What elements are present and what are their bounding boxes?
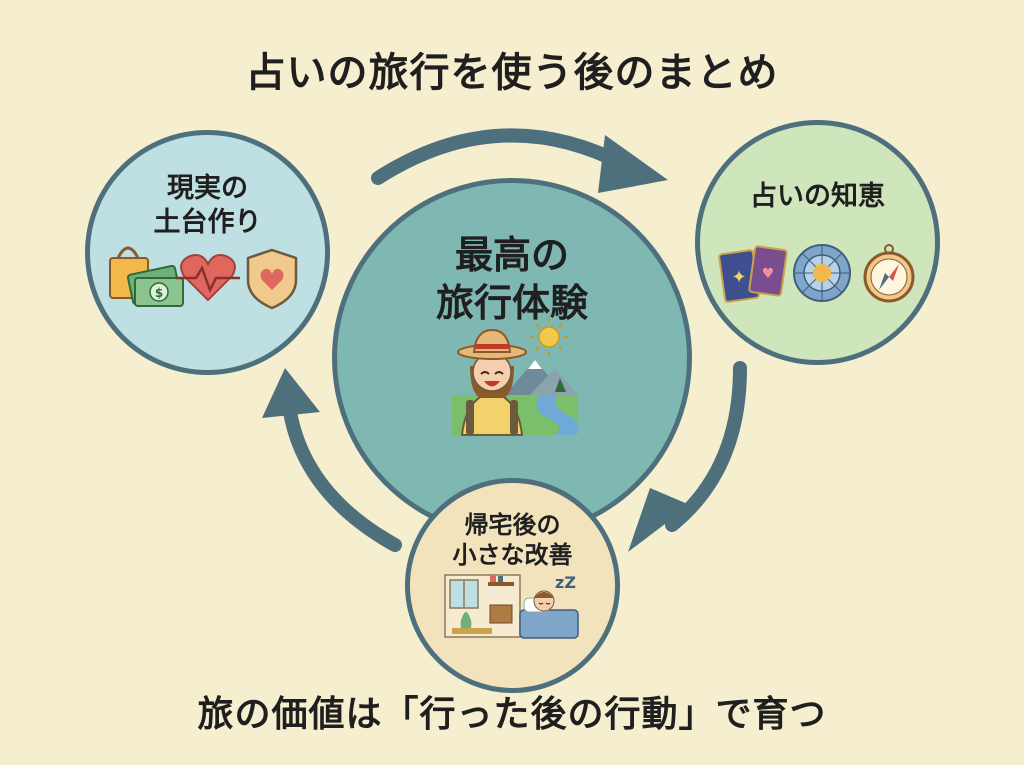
node-left-line2: 土台作り bbox=[153, 206, 262, 238]
sleep-zz-text: zZ bbox=[555, 573, 576, 592]
mountains-icon bbox=[505, 360, 578, 395]
compass-icon bbox=[863, 244, 915, 303]
arrow-right-head bbox=[628, 488, 690, 552]
node-bottom-line2: 小さな改善 bbox=[452, 541, 573, 569]
arrow-left bbox=[283, 405, 402, 552]
node-right-circle bbox=[695, 120, 940, 365]
heartbeat-icon bbox=[176, 254, 240, 302]
money-icon: $ bbox=[126, 264, 184, 307]
traveler-illustration bbox=[457, 328, 527, 436]
zodiac-wheel-icon bbox=[793, 244, 851, 302]
tarot-cards-icon: ✦ ♥ bbox=[718, 245, 788, 303]
page-title: 占いの旅行を使う後のまとめ bbox=[245, 50, 779, 96]
node-center-line1: 最高の bbox=[454, 233, 569, 277]
node-left-label: 現実の 土台作り bbox=[85, 172, 330, 240]
footer-tagline: 旅の価値は「行った後の行動」で育つ bbox=[197, 694, 827, 735]
arrow-top bbox=[371, 128, 632, 185]
arrow-left-head bbox=[262, 368, 320, 418]
node-bottom-label: 帰宅後の 小さな改善 bbox=[405, 510, 620, 570]
node-center-label: 最高の 旅行体験 bbox=[332, 232, 692, 327]
node-left-circle bbox=[85, 130, 330, 375]
svg-text:✦: ✦ bbox=[731, 267, 746, 288]
sleeping-person-icon: zZ bbox=[519, 573, 579, 639]
arrow-top-head bbox=[598, 135, 668, 193]
shield-heart-icon bbox=[246, 248, 298, 310]
tidy-room-illustration bbox=[444, 574, 521, 638]
node-center-line2: 旅行体験 bbox=[435, 280, 588, 325]
svg-text:$: $ bbox=[155, 286, 163, 300]
sun-icon bbox=[530, 318, 568, 356]
svg-text:♥: ♥ bbox=[762, 266, 775, 282]
node-right-line1: 占いの知恵 bbox=[750, 181, 885, 212]
node-bottom-line1: 帰宅後の bbox=[464, 511, 561, 539]
arrow-right bbox=[665, 361, 747, 532]
node-left-line1: 現実の bbox=[167, 173, 248, 204]
node-right-label: 占いの知恵 bbox=[695, 180, 940, 214]
